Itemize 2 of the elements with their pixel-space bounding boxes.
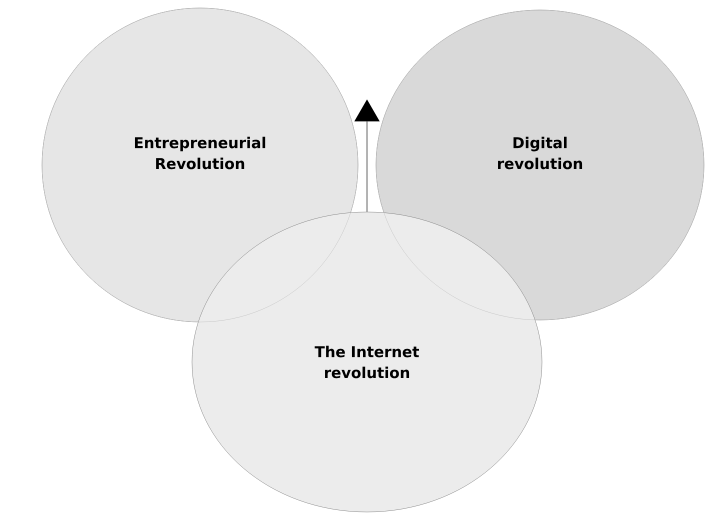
connector-line bbox=[366, 121, 368, 212]
triangle-marker bbox=[354, 99, 380, 122]
